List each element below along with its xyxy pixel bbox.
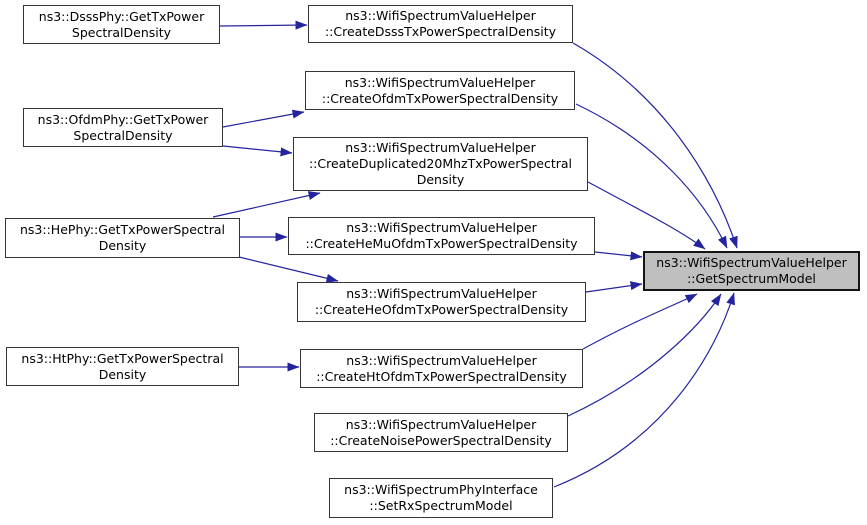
node-getspectrummodel: ns3::WifiSpectrumValueHelper ::GetSpectr… [643, 251, 860, 291]
node-createheofdmtxpowerspectraldensity[interactable]: ns3::WifiSpectrumValueHelper ::CreateHeO… [297, 282, 586, 322]
node-htphy-gettxpowerspectraldensity[interactable]: ns3::HtPhy::GetTxPowerSpectral Density [6, 347, 239, 386]
edge-ofdmphy-to-createduplicated [222, 145, 293, 157]
edge-createhtofdm-to-getspectrummodel [582, 293, 698, 350]
edge-dsssphy-to-createdsss [219, 20, 308, 30]
edge-createofdm-to-getspectrummodel [575, 103, 728, 249]
node-createhemuofdmtxpowerspectraldensity[interactable]: ns3::WifiSpectrumValueHelper ::CreateHeM… [288, 217, 595, 255]
edge-createhemuofdm-to-getspectrummodel [594, 251, 643, 261]
node-createhtofdmtxpowerspectraldensity[interactable]: ns3::WifiSpectrumValueHelper ::CreateHtO… [300, 349, 583, 388]
edge-createnoise-to-getspectrummodel [567, 293, 722, 417]
node-dsssphy-gettxpowerspectraldensity[interactable]: ns3::DsssPhy::GetTxPower SpectralDensity [23, 5, 220, 44]
node-createduplicated20mhztxpowerspectraldensity[interactable]: ns3::WifiSpectrumValueHelper ::CreateDup… [293, 137, 588, 191]
node-createdssstxpowerspectraldensity[interactable]: ns3::WifiSpectrumValueHelper ::CreateDss… [308, 5, 573, 43]
node-createnoisepowerspectraldensity[interactable]: ns3::WifiSpectrumValueHelper ::CreateNoi… [314, 413, 568, 452]
node-hephy-gettxpowerspectraldensity[interactable]: ns3::HePhy::GetTxPowerSpectral Density [5, 218, 240, 258]
node-setrxspectrummodel[interactable]: ns3::WifiSpectrumPhyInterface ::SetRxSpe… [329, 478, 553, 518]
edge-createheofdm-to-getspectrummodel [585, 281, 643, 293]
edge-createduplicated-to-getspectrummodel [587, 181, 706, 250]
edge-ofdmphy-to-createofdm [222, 109, 305, 128]
node-ofdmphy-gettxpowerspectraldensity[interactable]: ns3::OfdmPhy::GetTxPower SpectralDensity [23, 108, 223, 147]
edge-hephy-to-createheofdm [238, 256, 339, 283]
edge-hephy-to-createduplicated [212, 191, 321, 218]
edge-createdsss-to-getspectrummodel [572, 42, 738, 249]
edge-setrxspectrummodel-to-getspectrummodel [553, 292, 735, 488]
node-createofdmtxpowerspectraldensity[interactable]: ns3::WifiSpectrumValueHelper ::CreateOfd… [305, 71, 575, 110]
